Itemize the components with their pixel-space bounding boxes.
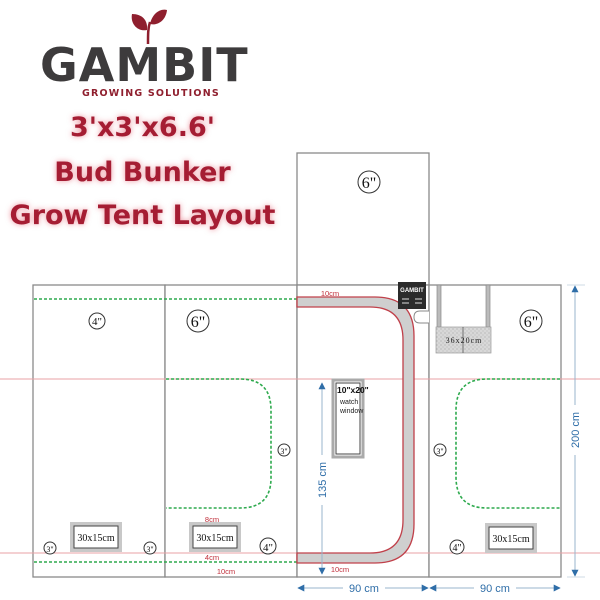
back-margin-mid-label: 4cm: [205, 553, 219, 562]
port-label-left-top: 4": [92, 316, 102, 328]
port-label-left-bottom-1: 3": [46, 545, 53, 554]
door-zipper: [296, 296, 415, 564]
port-label-right-side: 3": [436, 447, 443, 456]
vent-right: [485, 523, 537, 553]
door-margin-bottom-label: 10cm: [331, 565, 349, 574]
watch-window-inner: [335, 382, 361, 455]
door-tab: [413, 310, 429, 324]
door-badge-text: GAMBIT: [400, 288, 424, 294]
port-circle: [88, 312, 106, 330]
back-door-seam: [166, 378, 272, 509]
dim-200-label: 200 cm: [570, 412, 582, 448]
right-door-seam: [455, 378, 560, 509]
back-margin-bottom-label: 10cm: [217, 567, 235, 576]
port-circle: [259, 537, 277, 555]
door-margin-top-label: 10cm: [321, 289, 339, 298]
dim-135-label: 135 cm: [317, 462, 329, 498]
port-label-back-top: 6": [191, 314, 206, 331]
dim-90-side-label: 90 cm: [480, 583, 510, 595]
window-size-label: 10"x20": [337, 385, 369, 395]
title-dimensions: 3'x3'x6.6': [69, 112, 216, 143]
window-label-2: window: [339, 408, 364, 415]
port-circle: [277, 443, 291, 457]
port-circle: [143, 541, 157, 555]
port-label-back-side: 3": [280, 447, 287, 456]
vent-label-back: 30x15cm: [196, 533, 233, 544]
port-label-top-flap: 6": [362, 175, 377, 192]
top-vent-label: 36x20cm: [446, 336, 483, 345]
port-label-left-bottom-2: 3": [146, 545, 153, 554]
port-label-right-top: 6": [524, 314, 539, 331]
port-circle: [433, 443, 447, 457]
port-label-back-bottom: 4": [263, 542, 273, 554]
brand-name: GAMBIT: [40, 38, 249, 92]
title-product: Bud Bunker: [54, 157, 231, 188]
port-circle: [43, 541, 57, 555]
vent-back: [189, 522, 241, 552]
port-circle: [449, 539, 465, 555]
vent-label-right: 30x15cm: [492, 534, 529, 545]
top-vent-mesh: [435, 326, 492, 354]
dim-90-front-bg: [343, 580, 385, 596]
port-label-right-bottom: 4": [452, 543, 461, 554]
vent-left: [70, 522, 122, 552]
gambit-logo: GAMBIT GROWING SOLUTIONS: [40, 8, 260, 103]
dim-90-front-label: 90 cm: [349, 583, 379, 595]
port-circle: [357, 170, 381, 194]
vent-label-left: 30x15cm: [77, 533, 114, 544]
back-margin-top-label: 8cm: [205, 515, 219, 524]
dim-90-side-bg: [474, 580, 516, 596]
left-side-panel: [32, 284, 166, 578]
top-vent-straps: [485, 284, 491, 328]
door-badge: [398, 282, 426, 309]
sprout-icon: [131, 9, 167, 45]
window-label-1: watch: [339, 399, 358, 406]
dim-135-bg: [314, 455, 330, 505]
dim-200-bg: [567, 405, 583, 455]
top-vent-straps: [436, 284, 442, 328]
port-circle: [519, 309, 543, 333]
brand-tagline: GROWING SOLUTIONS: [82, 88, 220, 99]
port-circle: [186, 309, 210, 333]
title-subject: Grow Tent Layout: [9, 200, 276, 231]
